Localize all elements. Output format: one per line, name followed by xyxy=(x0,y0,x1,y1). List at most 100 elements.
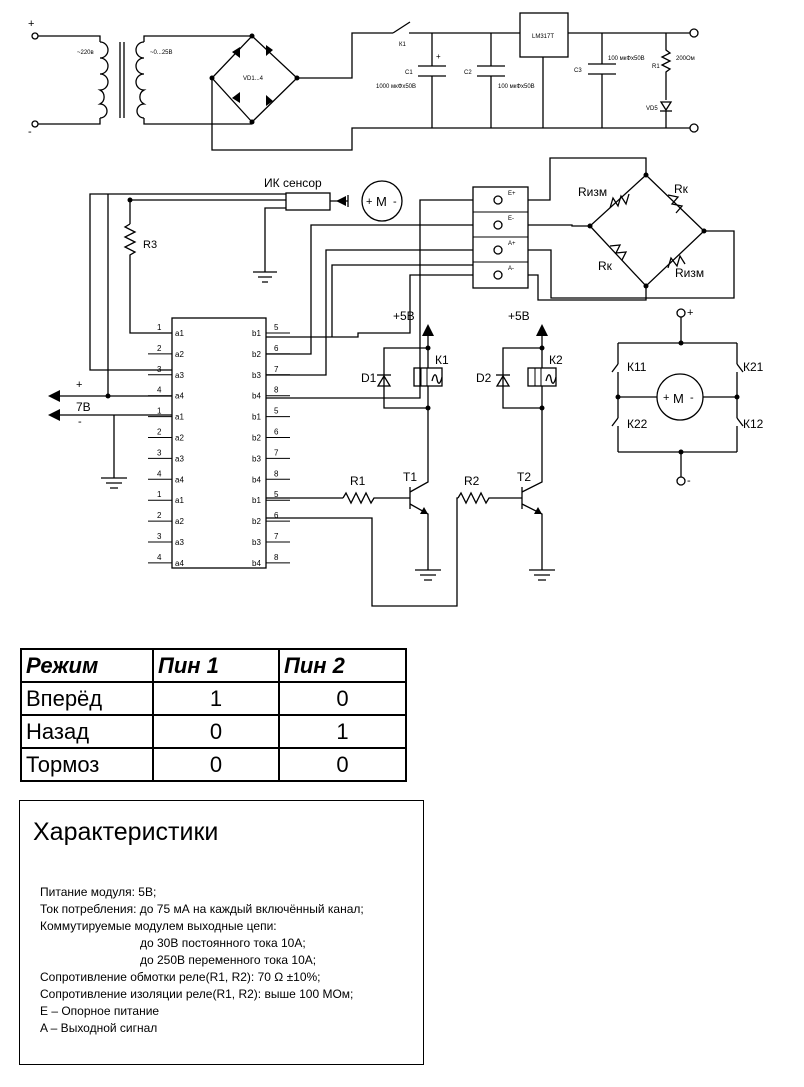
switch-k1[interactable] xyxy=(392,21,411,34)
svg-text:T1: T1 xyxy=(403,470,417,484)
ir-sensor xyxy=(285,192,331,211)
resistor-r1-psu xyxy=(660,33,672,100)
module-right-pin-label: b4 xyxy=(252,392,261,401)
module-left-pin-number: 3 xyxy=(157,365,162,374)
module-right-pin-number: 5 xyxy=(274,407,279,416)
svg-text:R1: R1 xyxy=(350,474,366,488)
svg-text:К2: К2 xyxy=(549,353,563,367)
module-left-pin-number: 4 xyxy=(157,386,162,395)
svg-text:100 мкФх50В: 100 мкФх50В xyxy=(608,56,645,62)
ir-sensor-block: ИК сенсор + M - R3 xyxy=(89,176,403,371)
resistor-r1-base xyxy=(342,491,410,505)
connector-pin-e-minus: E- xyxy=(508,216,514,222)
spec-line: Ток потребления: до 75 мА на каждый вклю… xyxy=(40,902,364,916)
header-pin1: Пин 1 xyxy=(152,648,280,683)
spec-line: Сопротивление изоляции реле(R1, R2): выш… xyxy=(40,987,354,1001)
module-left-pin-number: 4 xyxy=(157,553,162,562)
svg-text:200Ом: 200Ом xyxy=(676,56,695,62)
svg-text:К1: К1 xyxy=(435,353,449,367)
svg-text:Rизм: Rизм xyxy=(578,185,607,199)
strain-gauge-bridge: E+ E- A+ A- Rизм Rк Rк Rизм xyxy=(266,157,735,399)
module-right-pin-label: b1 xyxy=(252,329,261,338)
spec-line: до 30В постоянного тока 10А; xyxy=(140,936,306,950)
svg-text:К12: К12 xyxy=(743,417,764,431)
mode-table: Режим Пин 1 Пин 2 Вперёд 1 0 Назад 0 1 Т… xyxy=(20,648,407,782)
input-terminal-top[interactable] xyxy=(31,32,39,40)
diode-d2 xyxy=(495,374,511,387)
module-right-pin-number: 5 xyxy=(274,490,279,499)
svg-text:R1: R1 xyxy=(652,64,660,70)
module-left-pin-label: a1 xyxy=(175,413,184,422)
connector-pin-a-plus: A+ xyxy=(508,241,516,247)
pin2-cell: 0 xyxy=(278,747,407,782)
input-minus-label: - xyxy=(28,126,32,138)
resistor-r2-base xyxy=(457,491,522,505)
h-bridge-plus-terminal[interactable] xyxy=(676,308,686,318)
module-left-pin-label: a3 xyxy=(175,371,184,380)
diode-vd5 xyxy=(659,101,673,112)
svg-text:1000 мкФх50В: 1000 мкФх50В xyxy=(376,84,416,90)
module-left-pin-label: a1 xyxy=(175,496,184,505)
module-right-pin-number: 6 xyxy=(274,511,279,520)
svg-text:+: + xyxy=(687,307,693,319)
svg-text:+: + xyxy=(366,196,372,208)
vcc2-arrow xyxy=(536,324,548,336)
module-right-pin-label: b2 xyxy=(252,517,261,526)
module-right-pin-label: b4 xyxy=(252,475,261,484)
spec-line: E – Опорное питание xyxy=(40,1004,160,1018)
module-left-pin-label: a2 xyxy=(175,350,184,359)
module-left-pin-number: 1 xyxy=(157,407,162,416)
module-right-pin-label: b2 xyxy=(252,434,261,443)
svg-text:-: - xyxy=(690,392,694,404)
switch-k12[interactable] xyxy=(736,417,744,433)
svg-text:+: + xyxy=(76,379,82,391)
svg-text:Rк: Rк xyxy=(598,259,613,273)
output-terminal-top[interactable] xyxy=(689,28,699,38)
module-left-pin-number: 2 xyxy=(157,344,162,353)
module-left-pin-label: a2 xyxy=(175,434,184,443)
specs-title: Характеристики xyxy=(33,818,219,846)
svg-text:-: - xyxy=(687,475,691,487)
module-left-pin-label: a2 xyxy=(175,517,184,526)
transformer-primary xyxy=(97,41,109,119)
pin2-cell: 0 xyxy=(278,681,407,716)
module-right-pin-number: 6 xyxy=(274,344,279,353)
switch-k22[interactable] xyxy=(611,417,619,433)
module-left-pin-number: 3 xyxy=(157,532,162,541)
svg-text:С3: С3 xyxy=(574,68,582,74)
h-bridge-minus-terminal[interactable] xyxy=(676,476,686,486)
resistor-r3 xyxy=(123,223,172,334)
mode-cell: Назад xyxy=(20,714,154,749)
svg-text:D1: D1 xyxy=(361,371,377,385)
pin1-cell: 0 xyxy=(152,747,280,782)
output-terminal-bottom[interactable] xyxy=(689,123,699,133)
h-bridge: + - К11 К21 К22 К12 + M - xyxy=(611,307,764,487)
module-left-pin-number: 2 xyxy=(157,428,162,437)
module-left-pin-number: 1 xyxy=(157,490,162,499)
module-left-pin-number: 4 xyxy=(157,469,162,478)
module-right-pin-number: 8 xyxy=(274,553,279,562)
module-right-pin-label: b1 xyxy=(252,413,261,422)
h-bridge-motor xyxy=(656,373,704,421)
input-terminal-bottom[interactable] xyxy=(31,120,39,128)
specs-list: Питание модуля: 5В; Ток потребления: до … xyxy=(40,884,364,1037)
bridge-label: VD1...4 xyxy=(243,76,264,82)
module-body xyxy=(171,317,267,569)
module-right-pin-number: 5 xyxy=(274,323,279,332)
module-right-pin-number: 7 xyxy=(274,448,279,457)
svg-text:R3: R3 xyxy=(143,239,157,251)
output-voltage-label: ~0...25В xyxy=(150,50,173,56)
svg-text:VD5: VD5 xyxy=(646,106,658,112)
switch-k11[interactable] xyxy=(611,363,619,379)
table-row: Назад 0 1 xyxy=(20,714,407,749)
mode-table-header: Режим Пин 1 Пин 2 xyxy=(20,648,407,683)
input-voltage-label: ~220в xyxy=(77,50,94,56)
module-right-pin-number: 7 xyxy=(274,532,279,541)
svg-text:T2: T2 xyxy=(517,470,531,484)
svg-text:-: - xyxy=(393,196,397,208)
pin1-cell: 1 xyxy=(152,681,280,716)
svg-text:M: M xyxy=(673,391,684,406)
switch-k1-label: К1 xyxy=(399,42,406,48)
switch-k21[interactable] xyxy=(736,363,744,379)
